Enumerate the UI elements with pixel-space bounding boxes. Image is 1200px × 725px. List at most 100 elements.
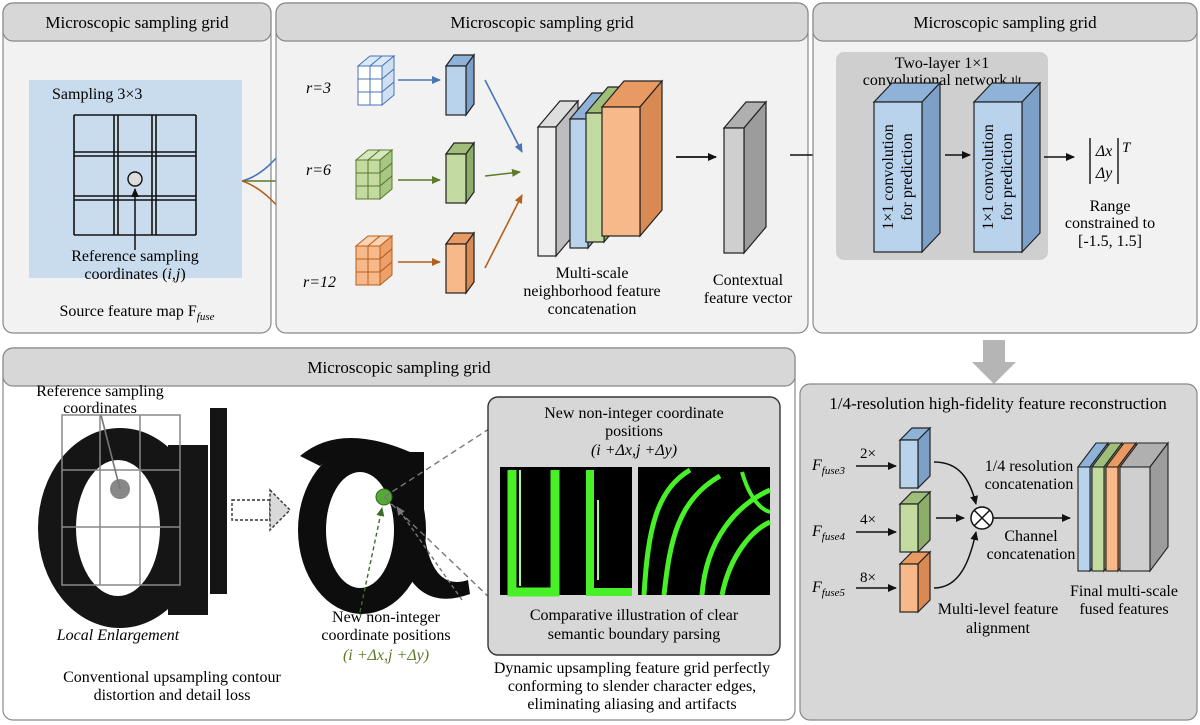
sampling-cube-r12 — [354, 234, 394, 287]
panel-comparison: Microscopic sampling grid Reference samp… — [2, 347, 796, 721]
input-label-fuse3: Ffuse3 — [811, 457, 846, 477]
conv-block-1 — [872, 81, 942, 254]
rate-label-6: r=6 — [306, 162, 331, 179]
offset-vector: Δx Δy T — [1089, 138, 1132, 184]
panel-source-feature-map: Microscopic sampling grid Sampling 3×3 R… — [2, 2, 272, 334]
svg-text:for prediction: for prediction — [899, 133, 916, 221]
sampling-grid — [73, 114, 197, 236]
range-label: Range constrained to [-1.5, 1.5] — [1065, 198, 1155, 250]
new-position-label: New non-integer coordinate positions (i … — [321, 609, 450, 664]
context-label: Contextual feature vector — [704, 272, 793, 307]
down-arrow — [972, 340, 1016, 384]
rate-label-3: r=3 — [306, 80, 331, 97]
concat-operator-icon — [970, 506, 994, 530]
svg-text:positions: positions — [605, 423, 663, 440]
panel-multiscale: Microscopic sampling grid r=3 r=6 r=12 — [275, 2, 809, 334]
svg-text:distortion and detail loss: distortion and detail loss — [94, 687, 251, 704]
inset-box: New non-integer coordinate positions (i … — [487, 396, 781, 656]
conv-block-1-label: 1×1 convolution for prediction — [880, 124, 916, 229]
reference-label-1: Reference sampling — [71, 248, 199, 265]
context-vector — [722, 100, 768, 255]
svg-text:1/4 resolution: 1/4 resolution — [985, 458, 1073, 475]
blurry-letter-a — [38, 408, 227, 628]
final-stack — [1076, 441, 1170, 573]
svg-text:(i +Δx,j +Δy): (i +Δx,j +Δy) — [591, 442, 677, 459]
svg-text:concatenation: concatenation — [548, 301, 637, 318]
feature-slab-green — [444, 141, 476, 205]
concat-stack — [536, 79, 664, 258]
conventional-label: Conventional upsampling contour distorti… — [63, 669, 281, 704]
svg-text:Δy: Δy — [1095, 165, 1113, 182]
svg-text:fused features: fused features — [1079, 601, 1168, 618]
concat-label: Multi-scale neighborhood feature concate… — [523, 265, 660, 318]
input-slab-orange — [898, 550, 932, 614]
svg-text:Reference sampling: Reference sampling — [36, 383, 164, 400]
svg-text:Comparative illustration of cl: Comparative illustration of clear — [530, 607, 739, 624]
svg-text:T: T — [1122, 140, 1132, 156]
panel3-title: Microscopic sampling grid — [913, 13, 1097, 32]
sampling-cube-r3 — [356, 54, 396, 107]
svg-text:alignment: alignment — [966, 620, 1031, 637]
svg-text:[-1.5, 1.5]: [-1.5, 1.5] — [1078, 233, 1142, 250]
rate-label-12: r=12 — [303, 274, 336, 291]
svg-text:New non-integer: New non-integer — [332, 609, 441, 626]
svg-text:Channel: Channel — [1004, 528, 1058, 545]
panel-offset-prediction: Microscopic sampling grid Two-layer 1×1 … — [812, 2, 1198, 334]
input-slab-blue — [898, 426, 932, 490]
svg-text:feature vector: feature vector — [704, 290, 793, 307]
local-enlargement-label: Local Enlargement — [56, 627, 180, 644]
svg-text:eliminating aliasing and artif: eliminating aliasing and artifacts — [527, 696, 736, 713]
svg-text:Conventional upsampling contou: Conventional upsampling contour — [63, 669, 281, 686]
sampling-label: Sampling 3×3 — [52, 86, 142, 103]
svg-text:semantic boundary parsing: semantic boundary parsing — [548, 626, 720, 643]
input-slab-green — [898, 490, 932, 554]
svg-text:(i +Δx,j +Δy): (i +Δx,j +Δy) — [343, 647, 429, 664]
svg-text:Range: Range — [1090, 198, 1131, 215]
network-label-1: Two-layer 1×1 — [895, 55, 990, 72]
svg-text:New non-integer coordinate: New non-integer coordinate — [544, 405, 723, 422]
inset-image-right — [638, 467, 772, 596]
svg-text:for prediction: for prediction — [999, 133, 1016, 221]
reference-point — [127, 171, 143, 187]
svg-text:1×1 convolution: 1×1 convolution — [980, 124, 997, 229]
svg-text:neighborhood feature: neighborhood feature — [523, 283, 660, 300]
input-label-fuse4: Ffuse4 — [811, 523, 846, 543]
svg-text:coordinates: coordinates — [63, 400, 137, 417]
merge-arrows — [933, 461, 979, 589]
svg-text:Multi-level feature: Multi-level feature — [938, 601, 1058, 618]
feature-slab-blue — [444, 53, 476, 117]
conv-block-2 — [972, 81, 1042, 254]
scale-label-4x: 4× — [860, 512, 876, 528]
channel-concat-label: Channel concatenation — [987, 528, 1076, 563]
panel4-title: Microscopic sampling grid — [307, 358, 491, 377]
svg-text:coordinate positions: coordinate positions — [321, 627, 450, 644]
reference-label: Reference sampling coordinates — [36, 383, 164, 417]
svg-text:Dynamic upsampling feature gri: Dynamic upsampling feature grid perfectl… — [494, 660, 770, 677]
sampling-cube-r6 — [354, 148, 394, 201]
alignment-label: Multi-level feature alignment — [938, 601, 1058, 637]
svg-text:concatenation: concatenation — [985, 476, 1074, 493]
svg-text:constrained to: constrained to — [1065, 215, 1155, 232]
sharp-letter-a — [298, 437, 470, 614]
svg-text:1×1 convolution: 1×1 convolution — [880, 124, 897, 229]
svg-text:Contextual: Contextual — [713, 272, 784, 289]
conv-block-2-label: 1×1 convolution for prediction — [980, 124, 1016, 229]
svg-text:conforming to slender characte: conforming to slender character edges, — [508, 678, 756, 695]
dynamic-label: Dynamic upsampling feature grid perfectl… — [494, 660, 770, 713]
reference-label-2: coordinates (i,j) — [84, 266, 185, 283]
panel5-title: 1/4-resolution high-fidelity feature rec… — [829, 394, 1167, 413]
transition-arrow — [231, 488, 291, 532]
input-label-fuse5: Ffuse5 — [811, 579, 846, 599]
res-concat-label: 1/4 resolution concatenation — [985, 458, 1074, 493]
scale-label-2x: 2× — [860, 446, 876, 462]
panel1-title: Microscopic sampling grid — [45, 13, 229, 32]
svg-text:concatenation: concatenation — [987, 546, 1076, 563]
final-label: Final multi-scale fused features — [1070, 583, 1178, 618]
feature-slab-orange — [444, 231, 476, 295]
svg-text:Multi-scale: Multi-scale — [556, 265, 629, 282]
svg-text:Δx: Δx — [1095, 143, 1113, 160]
source-feature-map-label: Source feature map Ffuse — [59, 303, 214, 323]
panel2-title: Microscopic sampling grid — [450, 13, 634, 32]
scale-label-8x: 8× — [860, 570, 876, 586]
